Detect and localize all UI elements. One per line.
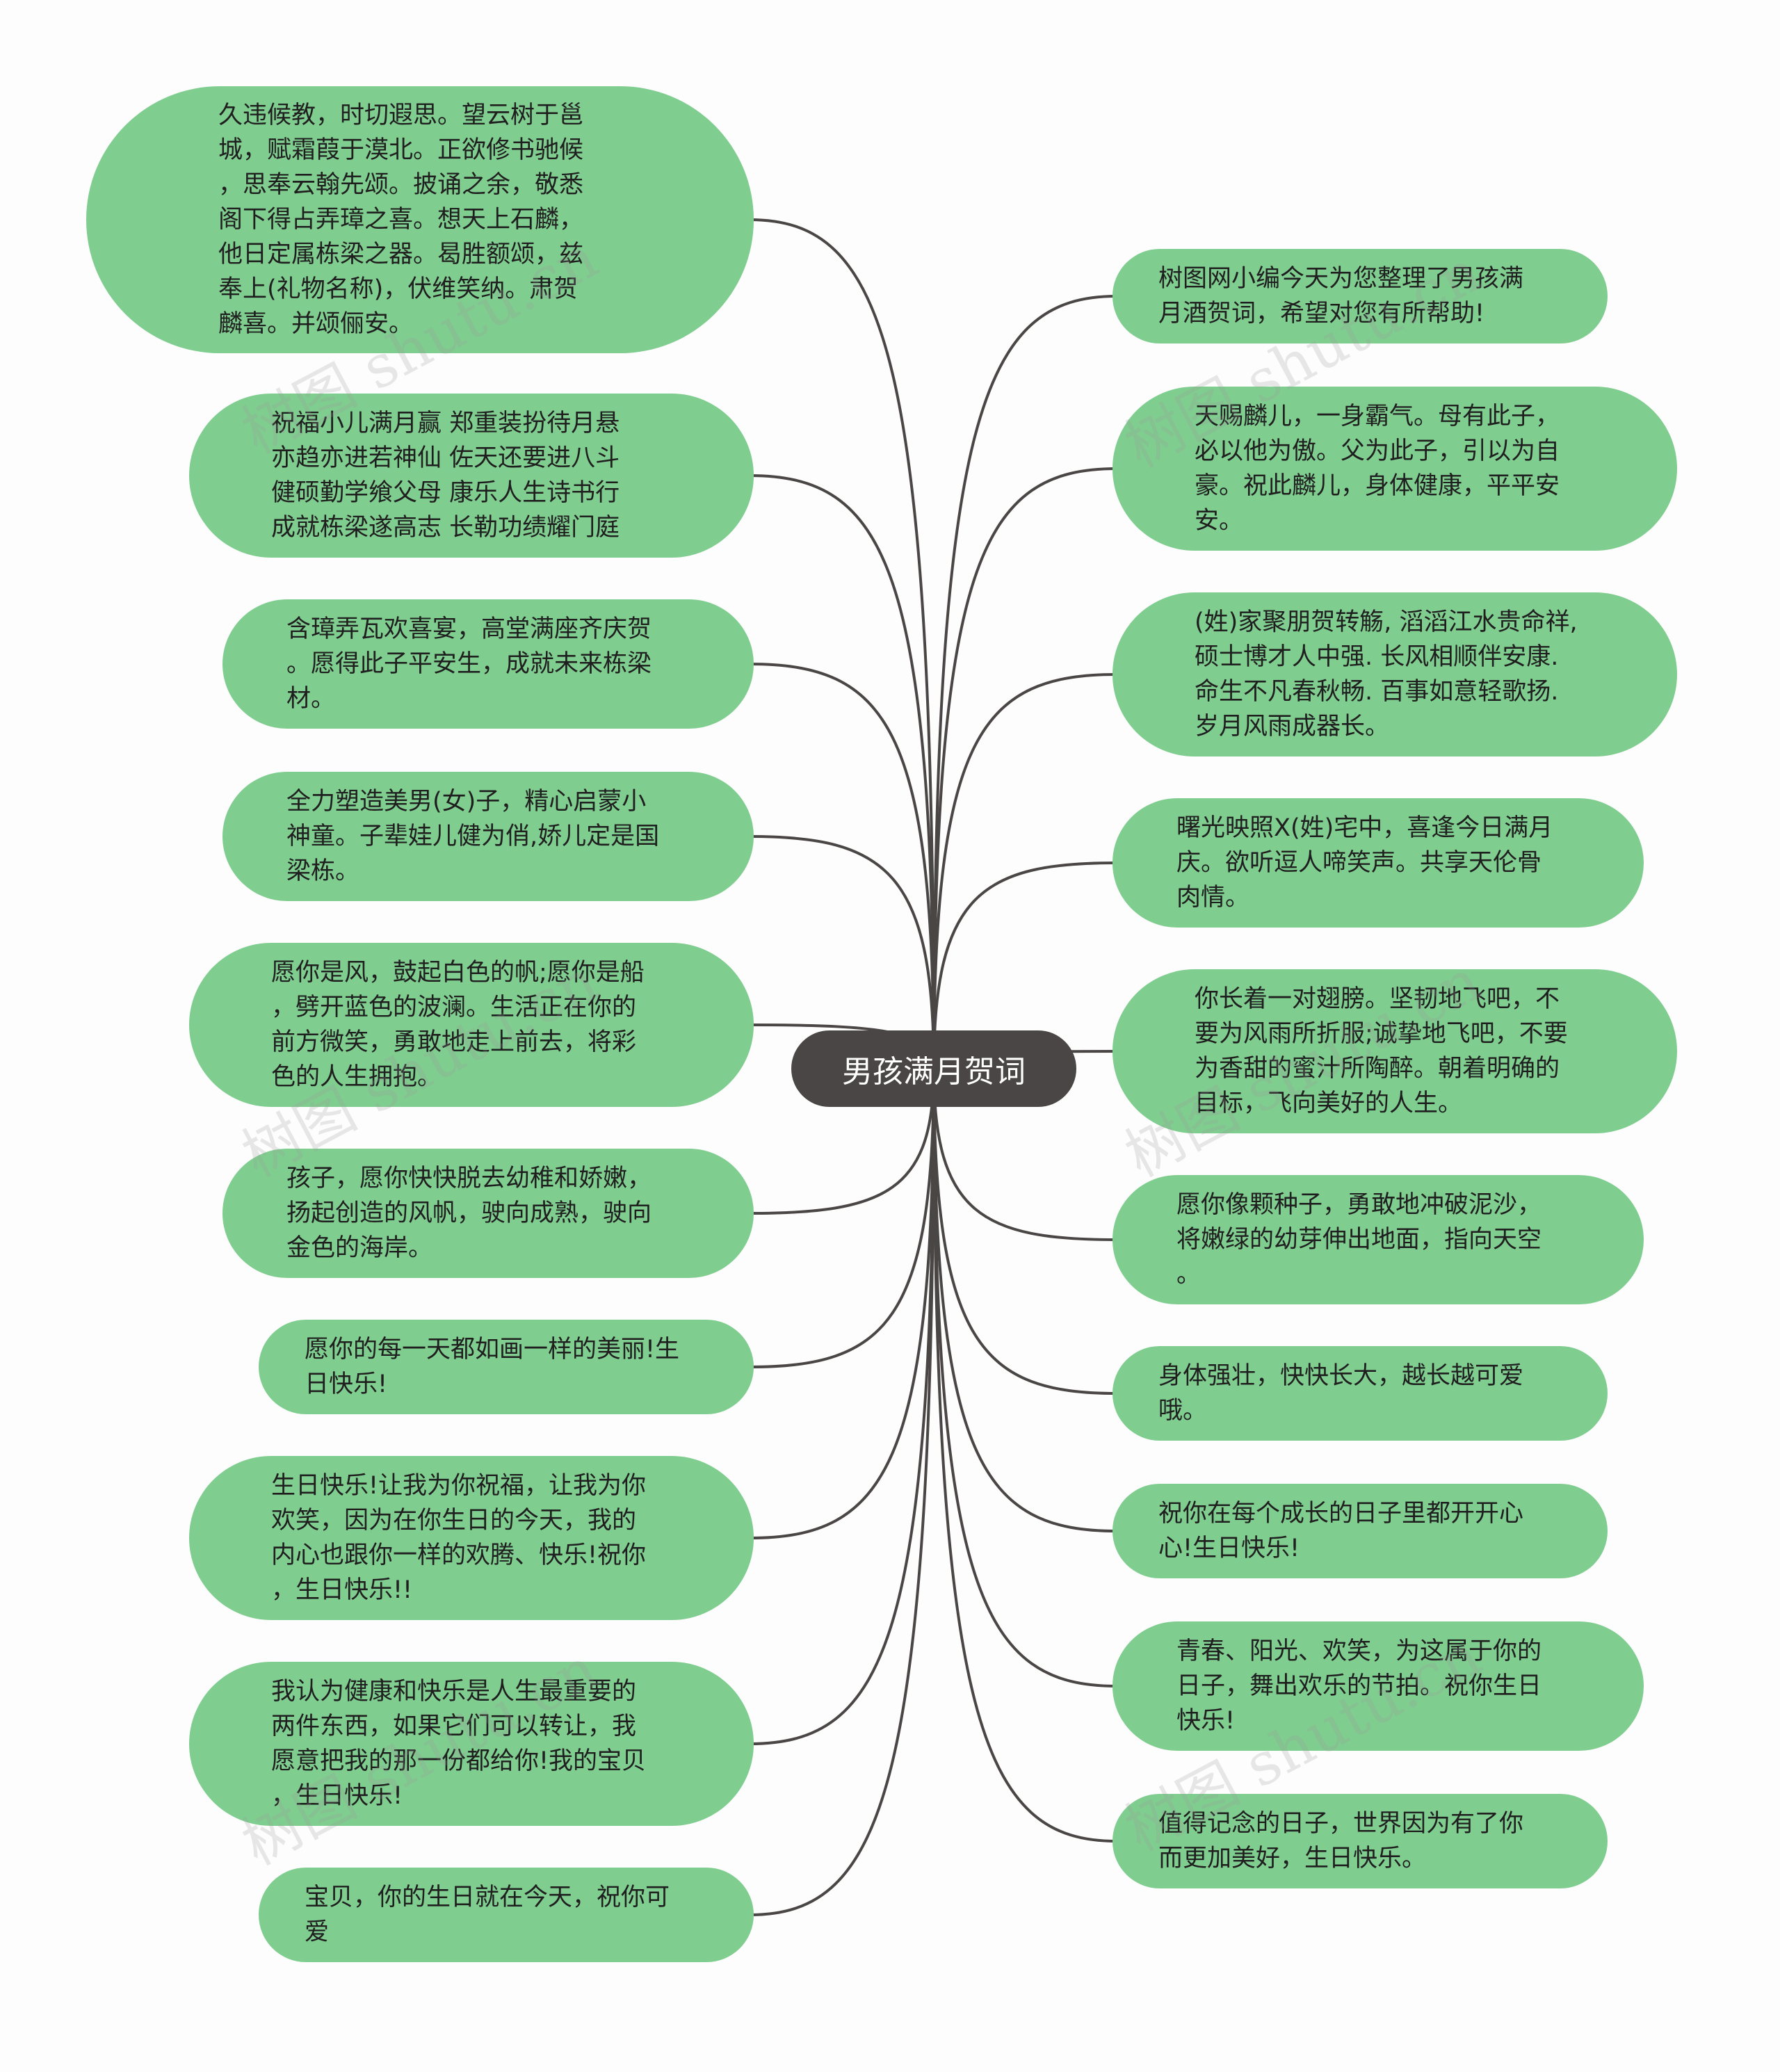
right-node-5-text: 你长着一对翅膀。坚韧地飞吧，不 要为风雨所折服;诚挚地飞吧，不要 为香甜的蜜汁所…: [1195, 985, 1568, 1117]
left-connector-6: [749, 1068, 935, 1215]
left-node-4-text: 全力塑造美男(女)子，精心启蒙小 神童。子辈娃儿健为俏,娇儿定是国 梁栋。: [286, 788, 660, 885]
left-node-7[interactable]: 愿你的每一天都如画一样的美丽!生 日快乐!: [259, 1320, 754, 1414]
right-connector-7: [932, 1068, 1117, 1395]
left-node-3-text: 含璋弄瓦欢喜宴，高堂满座齐庆贺 。愿得此子平安生，成就未来栋梁 材。: [286, 615, 652, 713]
left-node-7-text: 愿你的每一天都如画一样的美丽!生 日快乐!: [305, 1336, 680, 1398]
right-node-5[interactable]: 你长着一对翅膀。坚韧地飞吧，不 要为风雨所折服;诚挚地飞吧，不要 为香甜的蜜汁所…: [1112, 969, 1677, 1133]
left-node-8[interactable]: 生日快乐!让我为你祝福，让我为你 欢笑，因为在你生日的今天，我的 内心也跟你一样…: [189, 1456, 754, 1620]
left-node-8-text: 生日快乐!让我为你祝福，让我为你 欢笑，因为在你生日的今天，我的 内心也跟你一样…: [271, 1472, 647, 1604]
right-node-3[interactable]: (姓)家聚朋贺转觞, 滔滔江水贵命祥, 硕士博才人中强. 长风相顺伴安康. 命生…: [1112, 592, 1677, 756]
right-node-1[interactable]: 树图网小编今天为您整理了男孩满 月酒贺词，希望对您有所帮助!: [1112, 249, 1608, 343]
right-node-4-text: 曙光映照X(姓)宅中，喜逢今日满月 庆。欲听逗人啼笑声。共享天伦骨 肉情。: [1176, 814, 1553, 912]
left-node-3[interactable]: 含璋弄瓦欢喜宴，高堂满座齐庆贺 。愿得此子平安生，成就未来栋梁 材。: [222, 599, 754, 729]
right-node-7-text: 身体强壮，快快长大，越长越可爱 哦。: [1158, 1362, 1524, 1425]
right-node-8-text: 祝你在每个成长的日子里都开开心 心!生日快乐!: [1158, 1500, 1524, 1562]
right-connector-10: [932, 1068, 1117, 1843]
right-node-2[interactable]: 天赐麟儿，一身霸气。母有此子， 必以他为傲。父为此子，引以为自 豪。祝此麟儿，身…: [1112, 387, 1677, 551]
left-connector-4: [749, 835, 935, 1069]
right-node-6[interactable]: 愿你像颗种子，勇敢地冲破泥沙， 将嫩绿的幼芽伸出地面，指向天空 。: [1112, 1175, 1644, 1304]
left-node-1-text: 久违候教，时切遐思。望云树于邕 城，赋霜葭于漠北。正欲修书驰候 ，思奉云翰先颂。…: [218, 102, 584, 338]
left-connector-9: [749, 1068, 935, 1745]
right-node-10-text: 值得记念的日子，世界因为有了你 而更加美好，生日快乐。: [1158, 1810, 1524, 1872]
left-node-2[interactable]: 祝福小儿满月赢 郑重装扮待月悬 亦趋亦进若神仙 佐天还要进八斗 健硕勤学飨父母 …: [189, 394, 754, 558]
left-connector-10: [749, 1068, 935, 1916]
right-node-3-text: (姓)家聚朋贺转觞, 滔滔江水贵命祥, 硕士博才人中强. 长风相顺伴安康. 命生…: [1195, 608, 1578, 740]
right-node-7[interactable]: 身体强壮，快快长大，越长越可爱 哦。: [1112, 1346, 1608, 1441]
right-connector-8: [932, 1068, 1117, 1532]
right-connector-1: [932, 295, 1117, 1069]
right-node-10[interactable]: 值得记念的日子，世界因为有了你 而更加美好，生日快乐。: [1112, 1794, 1608, 1888]
left-node-9-text: 我认为健康和快乐是人生最重要的 两件东西，如果它们可以转让，我 愿意把我的那一份…: [271, 1678, 647, 1810]
left-node-9[interactable]: 我认为健康和快乐是人生最重要的 两件东西，如果它们可以转让，我 愿意把我的那一份…: [189, 1662, 754, 1826]
left-node-10[interactable]: 宝贝，你的生日就在今天，祝你可 爱: [259, 1868, 754, 1962]
right-connector-2: [932, 467, 1117, 1069]
right-connector-6: [932, 1068, 1117, 1241]
right-node-4[interactable]: 曙光映照X(姓)宅中，喜逢今日满月 庆。欲听逗人啼笑声。共享天伦骨 肉情。: [1112, 798, 1644, 928]
left-connector-8: [749, 1068, 935, 1539]
left-connector-1: [749, 218, 935, 1069]
right-node-9-text: 青春、阳光、欢笑，为这属于你的 日子，舞出欢乐的节拍。祝你生日 快乐!: [1176, 1637, 1542, 1735]
left-connector-2: [749, 474, 935, 1069]
right-connector-4: [932, 861, 1117, 1069]
right-node-6-text: 愿你像颗种子，勇敢地冲破泥沙， 将嫩绿的幼芽伸出地面，指向天空 。: [1176, 1191, 1542, 1288]
left-node-4[interactable]: 全力塑造美男(女)子，精心启蒙小 神童。子辈娃儿健为俏,娇儿定是国 梁栋。: [222, 772, 754, 901]
left-node-6[interactable]: 孩子，愿你快快脱去幼稚和娇嫩， 扬起创造的风帆，驶向成熟，驶向 金色的海岸。: [222, 1149, 754, 1278]
left-node-5[interactable]: 愿你是风，鼓起白色的帆;愿你是船 ，劈开蓝色的波澜。生活正在你的 前方微笑，勇敢…: [189, 943, 754, 1107]
left-connector-3: [749, 663, 935, 1069]
right-node-1-text: 树图网小编今天为您整理了男孩满 月酒贺词，希望对您有所帮助!: [1158, 265, 1524, 327]
left-node-1[interactable]: 久违候教，时切遐思。望云树于邕 城，赋霜葭于漠北。正欲修书驰候 ，思奉云翰先颂。…: [86, 86, 754, 353]
right-node-9[interactable]: 青春、阳光、欢笑，为这属于你的 日子，舞出欢乐的节拍。祝你生日 快乐!: [1112, 1621, 1644, 1751]
right-node-2-text: 天赐麟儿，一身霸气。母有此子， 必以他为傲。父为此子，引以为自 豪。祝此麟儿，身…: [1195, 403, 1560, 535]
left-connector-7: [749, 1068, 935, 1368]
left-node-5-text: 愿你是风，鼓起白色的帆;愿你是船 ，劈开蓝色的波澜。生活正在你的 前方微笑，勇敢…: [271, 959, 645, 1091]
left-node-6-text: 孩子，愿你快快脱去幼稚和娇嫩， 扬起创造的风帆，驶向成熟，驶向 金色的海岸。: [286, 1165, 652, 1262]
right-node-8[interactable]: 祝你在每个成长的日子里都开开心 心!生日快乐!: [1112, 1484, 1608, 1578]
left-node-2-text: 祝福小儿满月赢 郑重装扮待月悬 亦趋亦进若神仙 佐天还要进八斗 健硕勤学飨父母 …: [271, 410, 620, 542]
right-connector-3: [932, 673, 1117, 1069]
center-topic-label: 男孩满月贺词: [842, 1054, 1026, 1090]
left-node-10-text: 宝贝，你的生日就在今天，祝你可 爱: [305, 1884, 670, 1946]
center-topic[interactable]: 男孩满月贺词: [791, 1030, 1076, 1107]
